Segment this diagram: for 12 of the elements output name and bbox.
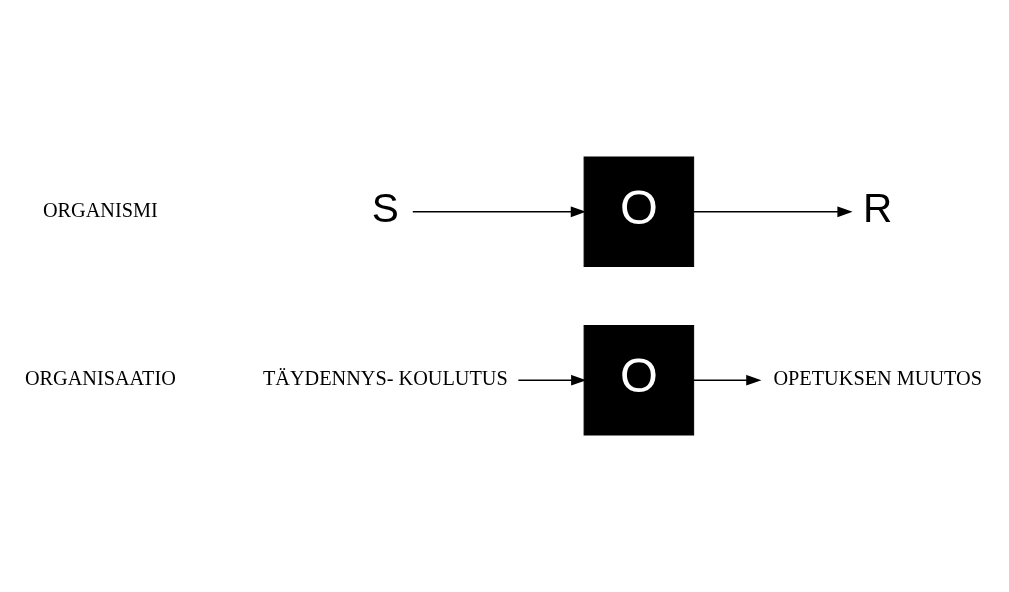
node-box: O [583,324,694,436]
label: ORGANISAATIO [24,367,176,390]
arrow [692,206,853,218]
node-box: O [583,156,694,268]
arrow [411,206,586,218]
node-text: S [371,184,399,231]
node-text: TÄYDENNYS- KOULUTUS [262,367,508,390]
node-text: R [862,184,892,231]
arrow [517,374,586,386]
arrow [692,374,761,386]
node-text: OPETUKSEN MUUTOS [772,367,982,390]
label: ORGANISMI [42,198,158,221]
